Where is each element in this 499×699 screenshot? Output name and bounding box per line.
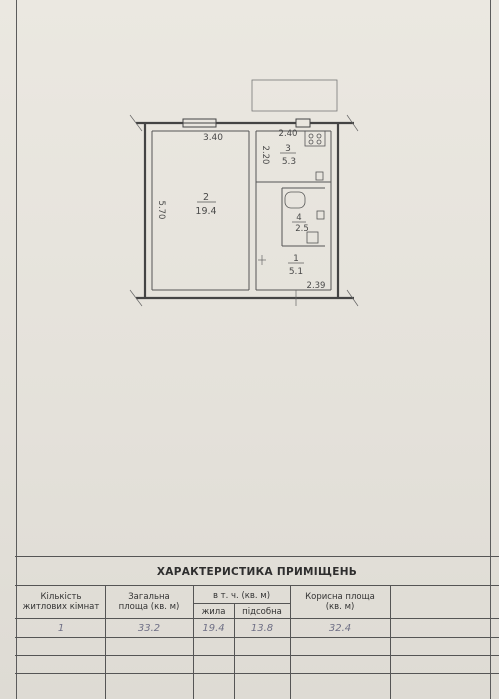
table-top-border: [15, 556, 499, 557]
room2-area: 19.4: [195, 206, 216, 217]
dim-corridor-width: 2.39: [307, 281, 326, 291]
header-total-area: Загальна площа (кв. м): [118, 592, 180, 612]
value-total-area: 33.2: [137, 623, 161, 634]
floor-plan: 3.40 2.40 5.70 2.20 2.39 2 19.4 3 5.3 4 …: [129, 79, 359, 307]
windows: [182, 118, 311, 128]
col-sep-2: [193, 585, 194, 699]
row-rule-1: [15, 637, 499, 638]
value-rooms: 1: [57, 623, 65, 634]
frame-right-border: [490, 0, 491, 699]
row-rule-2: [15, 655, 499, 656]
col-sep-4: [290, 585, 291, 699]
exterior-walls: [136, 121, 354, 300]
dim-room3-width: 2.40: [279, 129, 298, 139]
table-title-rule: [15, 585, 499, 586]
header-rooms: Кількість житлових кімнат: [22, 592, 100, 612]
row-rule-3: [15, 673, 499, 674]
value-auxiliary-area: 13.8: [250, 623, 274, 634]
washbasin-icon: [316, 210, 325, 220]
dimension-lines: [129, 114, 359, 307]
header-including: в т. ч. (кв. м): [212, 591, 271, 601]
room1-number: 1: [293, 254, 299, 264]
room4-area: 2.5: [295, 224, 309, 234]
room2-number: 2: [203, 192, 209, 203]
inner-walls: [151, 130, 332, 291]
col-sep-3: [234, 603, 235, 699]
header-useful-area: Корисна площа (кв. м): [305, 592, 375, 612]
dim-room3-length: 2.20: [260, 146, 270, 165]
toilet-icon: [306, 231, 319, 244]
bathtub-icon: [284, 191, 306, 209]
room4-number: 4: [296, 213, 301, 223]
header-auxiliary: підсобна: [242, 607, 282, 617]
fixtures: [284, 130, 326, 244]
stove-icon: [304, 130, 326, 147]
header-bottom-rule: [15, 618, 499, 619]
room3-area: 5.3: [282, 157, 296, 167]
table-title: ХАРАКТЕРИСТИКА ПРИМІЩЕНЬ: [156, 566, 358, 578]
value-living-area: 19.4: [202, 623, 225, 634]
col-sep-1: [105, 585, 106, 699]
frame-left-border: [16, 0, 17, 699]
dim-room2-length: 5.70: [156, 201, 166, 220]
col-sep-5: [390, 585, 391, 699]
header-living: жила: [201, 607, 226, 617]
balcony-outline: [251, 79, 338, 112]
sink-icon: [315, 171, 324, 181]
value-useful-area: 32.4: [328, 623, 352, 634]
header-sub-rule: [193, 603, 290, 604]
room1-area: 5.1: [289, 267, 303, 277]
dim-room2-width: 3.40: [203, 133, 223, 143]
room3-number: 3: [285, 144, 291, 154]
